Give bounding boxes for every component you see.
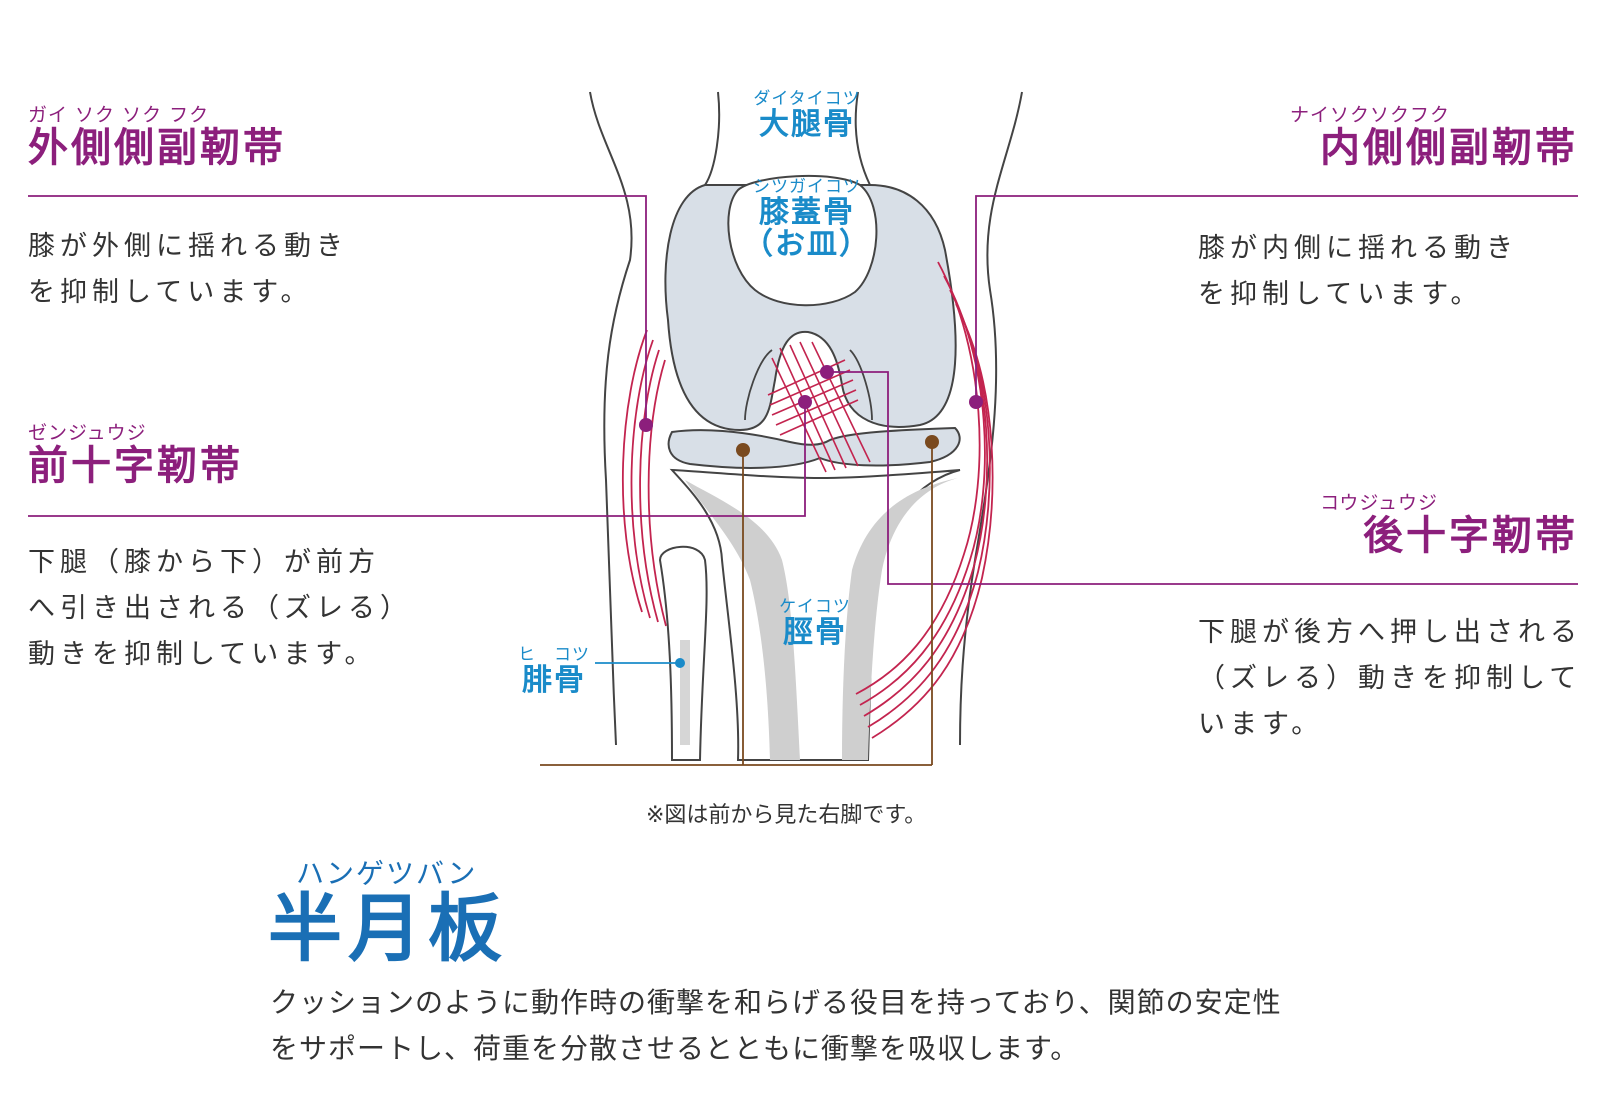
meniscus-ruby: ハンゲツバン [296, 857, 478, 890]
femur-label: ダイタイコツ 大腿骨 [742, 84, 872, 141]
meniscus-leaders [540, 442, 933, 766]
pcl-desc-line3: います。 [1198, 709, 1324, 740]
mcl-desc-line2: を抑制しています。 [1198, 279, 1483, 310]
femur-name: 大腿骨 [759, 107, 855, 142]
view-note: ※図は前から見た右脚です。 [646, 803, 927, 828]
tibia-label: ケイコツ 脛骨 [760, 592, 870, 649]
acl-desc-line3: 動きを抑制しています。 [28, 639, 377, 670]
acl-marker [798, 395, 812, 409]
pcl-desc: 下腿が後方へ押し出される （ズレる）動きを抑制して います。 [1198, 610, 1582, 748]
patella-sub: （お皿） [743, 226, 871, 262]
tibia-name: 脛骨 [783, 615, 847, 650]
mcl-desc-line1: 膝が内側に揺れる動き [1198, 233, 1518, 264]
mcl-ruby: ナイソクソクフク [1289, 104, 1450, 126]
lcl-title: 外側側副靭帯 [28, 125, 286, 171]
fibula-name: 腓骨 [522, 663, 586, 698]
patella [727, 174, 878, 307]
fibula-marker [675, 658, 685, 668]
mcl-fibers [855, 261, 994, 739]
lcl-desc-line1: 膝が外側に揺れる動き [28, 231, 348, 262]
lcl-ruby: ガイ ソク ソク フク [28, 104, 210, 126]
mcl-desc: 膝が内側に揺れる動き を抑制しています。 [1198, 226, 1518, 318]
lcl-desc-line2: を抑制しています。 [28, 277, 313, 308]
fibula-shading [680, 640, 690, 745]
lcl-marker [639, 418, 653, 432]
lcl-leader [28, 195, 647, 425]
mcl-marker [969, 395, 983, 409]
pcl-marker [820, 365, 834, 379]
tibia-shading-right [842, 478, 958, 760]
tibia-ruby: ケイコツ [779, 597, 851, 617]
mcl-leader [975, 195, 1578, 402]
meniscus-marker-medial [925, 435, 939, 449]
ligament-markers [639, 365, 983, 432]
patella-label: シツガイコツ 膝蓋骨 （お皿） [742, 172, 872, 260]
meniscus-marker-lateral [736, 443, 750, 457]
notch-outline [744, 349, 873, 421]
patella-ruby: シツガイコツ [753, 177, 861, 197]
meniscus-desc: クッションのように動作時の衝撃を和らげる役目を持っており、関節の安定性 をサポー… [270, 980, 1470, 1072]
meniscus-desc-line2: をサポートし、荷重を分散させるとともに衝撃を吸収します。 [270, 1032, 1080, 1065]
pcl-desc-line2: （ズレる）動きを抑制して [1198, 663, 1582, 694]
leg-outline-right [959, 91, 1023, 746]
pcl-ruby: コウジュウジ [1320, 492, 1438, 514]
ligament-leaders [28, 195, 1578, 585]
acl-desc: 下腿（膝から下）が前方 へ引き出される（ズレる） 動きを抑制しています。 [28, 540, 412, 678]
acl-desc-line1: 下腿（膝から下）が前方 [28, 547, 380, 578]
fibula-ruby: ヒ コツ [518, 645, 590, 665]
pcl-desc-line1: 下腿が後方へ押し出される [1198, 617, 1582, 648]
meniscus-title: 半月板 [268, 886, 508, 972]
mcl-title: 内側側副靭帯 [1320, 125, 1578, 171]
acl-title: 前十字靭帯 [28, 443, 243, 489]
leg-outline-left [589, 91, 633, 746]
femur-ruby: ダイタイコツ [753, 89, 861, 109]
patella-name: 膝蓋骨 [759, 195, 855, 230]
acl-ruby: ゼンジュウジ [28, 422, 147, 444]
tibia-shading-left [685, 480, 800, 760]
meniscus-desc-line1: クッションのように動作時の衝撃を和らげる役目を持っており、関節の安定性 [270, 986, 1282, 1019]
meniscus-markers [736, 435, 939, 457]
pcl-leader [827, 371, 1578, 585]
cruciate-fibers [767, 341, 871, 473]
acl-leader [28, 402, 806, 517]
pcl-title: 後十字靭帯 [1363, 513, 1578, 559]
acl-desc-line2: へ引き出される（ズレる） [28, 593, 412, 624]
fibula-label: ヒ コツ 腓骨 [512, 640, 596, 697]
lcl-fibers [621, 329, 667, 627]
lcl-desc: 膝が外側に揺れる動き を抑制しています。 [28, 224, 348, 316]
